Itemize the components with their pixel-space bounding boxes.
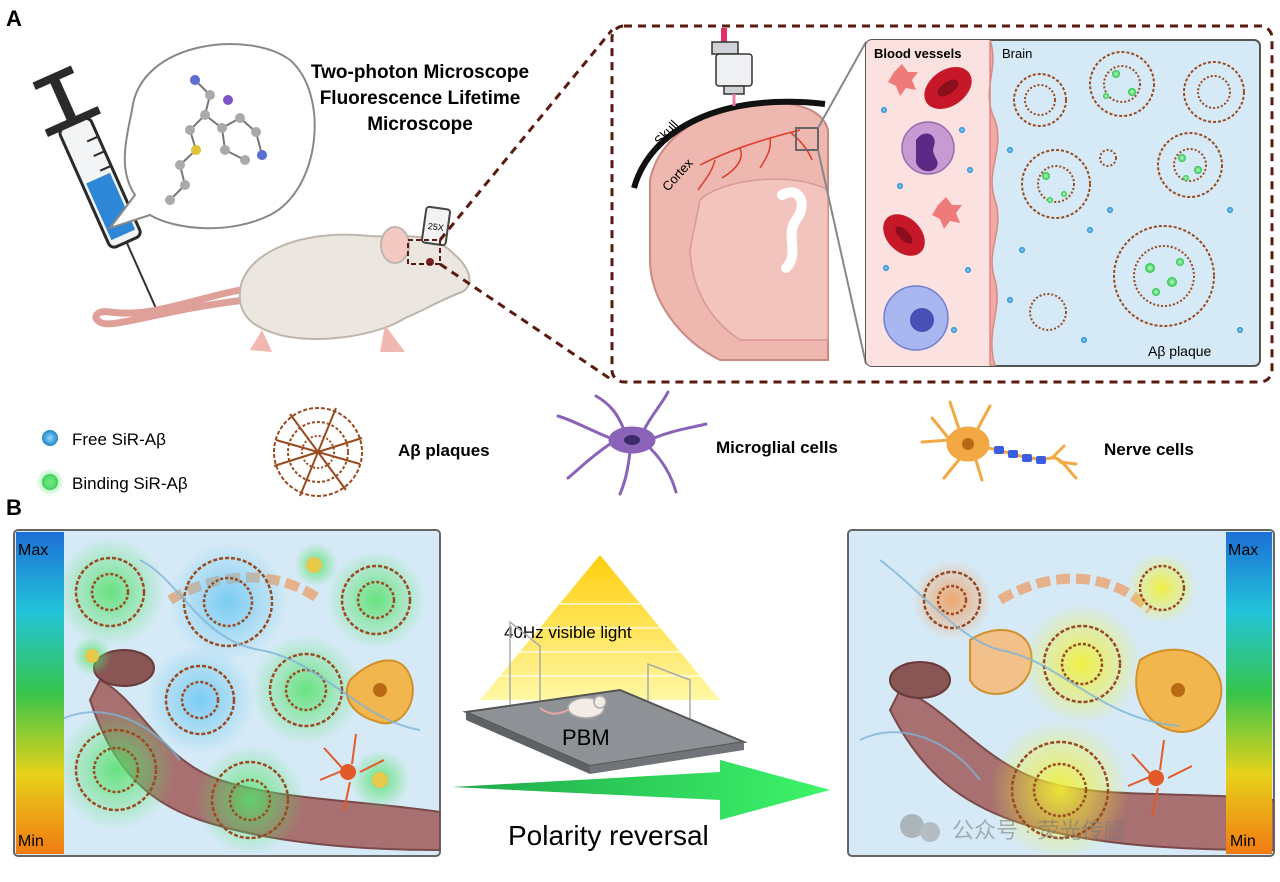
legend-plaques: Aβ plaques [398, 441, 490, 460]
after-color-scale [1226, 532, 1272, 854]
polarity-arrow-head [452, 760, 830, 808]
title-line-2: Fluorescence Lifetime [320, 88, 521, 109]
watermark-text: 公众号 · 荧光传感 [952, 818, 1126, 843]
free-dot-icon [42, 430, 58, 446]
zoomed-tissue-panel: Blood vessels Brain Aβ plaque [865, 39, 1261, 367]
panel-a-label: A [6, 6, 22, 31]
title-line-1: Two-photon Microscope [311, 62, 529, 83]
before-plaques [74, 556, 412, 840]
before-color-scale [16, 532, 64, 854]
light-label: 40Hz visible light [504, 623, 632, 642]
title-line-3: Microscope [367, 114, 473, 135]
legend-nerve: Nerve cells [1104, 440, 1194, 459]
legend: Free SiR-Aβ Binding SiR-Aβ Aβ plaques Mi… [36, 390, 1194, 497]
zoom-dashed-lines [438, 24, 1274, 384]
molecule-bubble [107, 43, 316, 230]
objective-icon [711, 28, 753, 106]
plaque-label: Aβ plaque [1148, 343, 1212, 359]
pbm-setup: 40Hz visible light PBM [462, 555, 748, 774]
brain-label: Brain [1002, 46, 1032, 61]
legend-microglia: Microglial cells [716, 438, 838, 457]
arrow-label: Polarity reversal [508, 820, 709, 851]
myelin-icon [994, 446, 1046, 464]
mouse-small-icon [539, 695, 607, 719]
microglia-icon [556, 390, 708, 496]
after-plaques [922, 564, 1186, 840]
after-scale-min: Min [1230, 833, 1256, 850]
after-scale-max: Max [1228, 542, 1258, 559]
plaque-icon [273, 407, 363, 497]
blood-vessels-label: Blood vessels [874, 46, 961, 61]
legend-free: Free SiR-Aβ [72, 430, 166, 449]
binding-glow-icon [36, 468, 64, 496]
brain-section: Skull Cortex [631, 28, 867, 365]
panel-b-label: B [6, 495, 22, 520]
mouse-illustration: 25X [92, 205, 471, 352]
before-scale-min: Min [18, 833, 44, 850]
pbm-label: PBM [562, 725, 610, 750]
watermark: 公众号 · 荧光传感 [900, 814, 1126, 843]
after-tissue-panel: Max Min [847, 529, 1275, 857]
legend-binding: Binding SiR-Aβ [72, 474, 188, 493]
nerve-cell-icon [920, 400, 1078, 482]
objective-mag-label: 25X [427, 221, 444, 233]
before-tissue-panel: Max Min [13, 529, 441, 857]
before-scale-max: Max [18, 542, 48, 559]
microscope-title: Two-photon Microscope Fluorescence Lifet… [311, 62, 529, 135]
zoom-plaques [1013, 51, 1245, 331]
